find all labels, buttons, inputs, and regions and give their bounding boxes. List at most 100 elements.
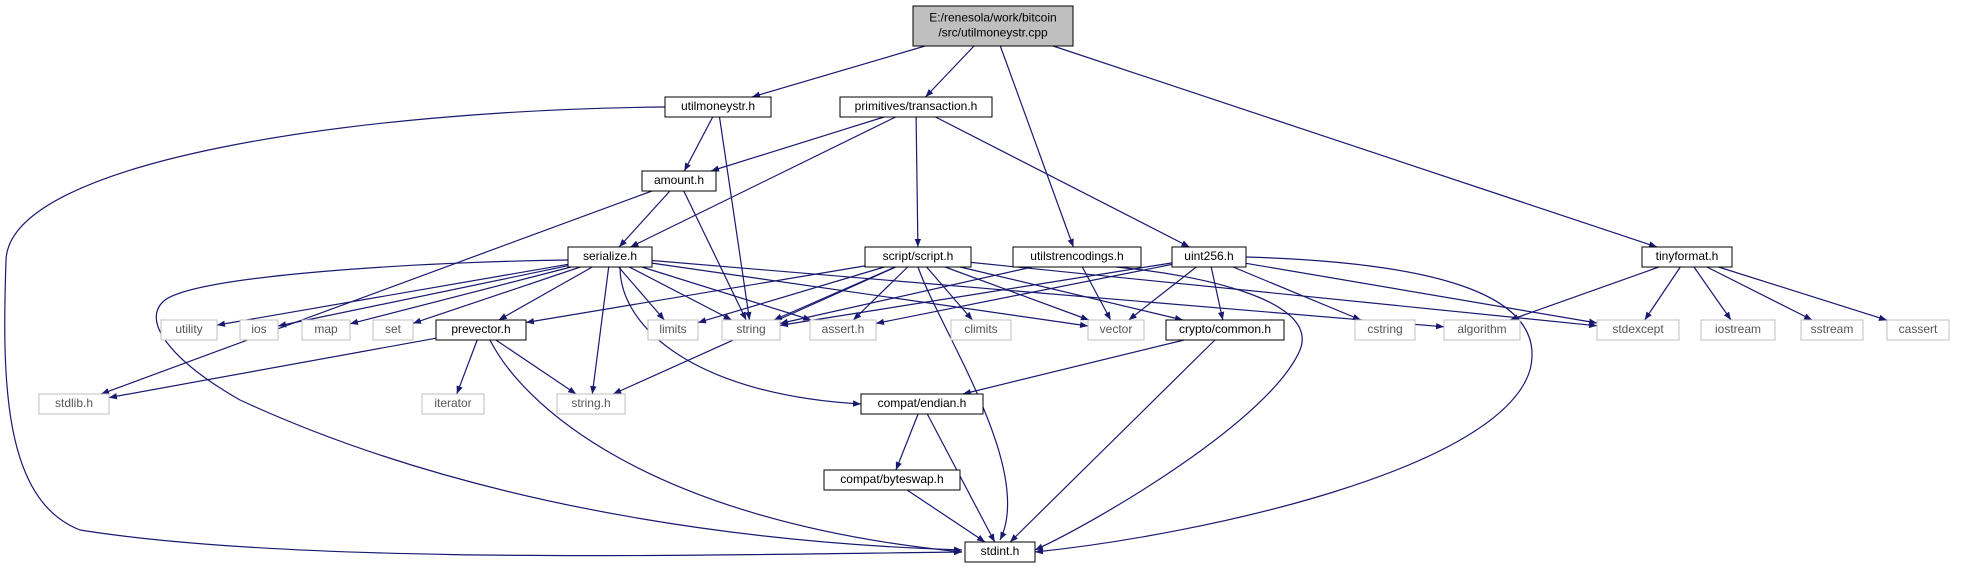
edge-transaction_h-to-amount_h	[710, 116, 885, 172]
node-prevector-h[interactable]: prevector.h	[435, 319, 527, 341]
node-label: crypto/common.h	[1179, 322, 1271, 336]
node-box	[1700, 319, 1776, 341]
node-serialize-h[interactable]: serialize.h	[567, 246, 653, 268]
node-label: cstring	[1367, 322, 1402, 336]
node-label: sstream	[1811, 322, 1854, 336]
edge-serialize_h-to-algorithm	[651, 259, 1445, 330]
edge-serialize_h-to-assert_h	[641, 266, 812, 321]
node-endian-h[interactable]: compat/endian.h	[860, 393, 984, 415]
node-box	[647, 319, 699, 341]
edge-utilmoneystr_h-to-amount_h	[683, 116, 714, 172]
edge-crypto_common_h-to-endian_h	[962, 339, 1185, 396]
node-label: amount.h	[654, 173, 704, 187]
node-iterator: iterator	[421, 393, 485, 415]
node-label: vector	[1100, 322, 1133, 336]
node-root[interactable]: E:/renesola/work/bitcoin/src/utilmoneyst…	[912, 5, 1074, 47]
node-label: climits	[964, 322, 997, 336]
node-label: tinyformat.h	[1656, 249, 1719, 263]
node-sstream: sstream	[1800, 319, 1864, 341]
node-utilmoneystr-h[interactable]: utilmoneystr.h	[664, 96, 772, 118]
edge-amount_h-to-string	[683, 190, 747, 321]
node-box	[1165, 319, 1285, 341]
edge-prevector_h-to-iterator	[456, 339, 478, 395]
node-box	[823, 469, 961, 491]
node-utility: utility	[160, 319, 218, 341]
node-map: map	[301, 319, 351, 341]
node-amount-h[interactable]: amount.h	[641, 170, 717, 192]
node-box	[1800, 319, 1864, 341]
node-box	[1171, 246, 1247, 268]
node-label: string	[736, 322, 765, 336]
node-set: set	[372, 319, 414, 341]
node-box	[435, 319, 527, 341]
node-label: string.h	[571, 396, 610, 410]
node-box	[1596, 319, 1680, 341]
node-vector: vector	[1087, 319, 1145, 341]
node-box	[567, 246, 653, 268]
node-utilstrencodings-h[interactable]: utilstrencodings.h	[1012, 246, 1142, 268]
node-stdlib-h: stdlib.h	[38, 393, 110, 415]
edge-transaction_h-to-script_h	[914, 116, 921, 248]
node-box	[1443, 319, 1521, 341]
edge-utilstrencodings_h-to-vector	[1081, 266, 1112, 321]
node-box	[160, 319, 218, 341]
edge-tinyformat_h-to-sstream	[1706, 266, 1813, 321]
edge-utilstrencodings_h-to-string	[779, 266, 1033, 325]
node-tinyformat-h[interactable]: tinyformat.h	[1641, 246, 1733, 268]
node-label: primitives/transaction.h	[855, 99, 978, 113]
edge-serialize_h-to-map	[349, 266, 572, 325]
edge-script_h-to-limits	[697, 266, 885, 324]
node-label: algorithm	[1457, 322, 1506, 336]
node-box	[839, 96, 993, 118]
node-label: stdlib.h	[55, 396, 93, 410]
node-box	[1087, 319, 1145, 341]
edge-serialize_h-to-endian_h	[619, 266, 862, 407]
node-label: stdint.h	[981, 544, 1020, 558]
node-string: string	[721, 319, 781, 341]
edge-prevector_h-to-stdlib_h	[108, 337, 437, 400]
node-transaction-h[interactable]: primitives/transaction.h	[839, 96, 993, 118]
edge-prevector_h-to-string_h	[495, 339, 577, 395]
edge-tinyformat_h-to-cassert	[1718, 266, 1888, 321]
node-crypto-common-h[interactable]: crypto/common.h	[1165, 319, 1285, 341]
edge-amount_h-to-stdlib_h	[100, 190, 653, 395]
node-climits: climits	[950, 319, 1012, 341]
node-label: ios	[251, 322, 266, 336]
node-box	[1886, 319, 1950, 341]
node-label: uint256.h	[1184, 249, 1233, 263]
node-label: serialize.h	[583, 249, 637, 263]
edge-uint256_h-to-vector	[1128, 266, 1197, 321]
node-label: utilmoneystr.h	[681, 99, 755, 113]
node-cstring: cstring	[1354, 319, 1416, 341]
edge-script_h-to-crypto_common_h	[959, 266, 1184, 322]
node-algorithm: algorithm	[1443, 319, 1521, 341]
edge-serialize_h-to-ios	[277, 265, 569, 328]
node-script-h[interactable]: script/script.h	[864, 246, 972, 268]
node-uint256-h[interactable]: uint256.h	[1171, 246, 1247, 268]
edge-root-to-transaction_h	[925, 45, 975, 98]
edge-endian_h-to-byteswap_h	[895, 413, 919, 471]
node-label: compat/endian.h	[878, 396, 967, 410]
node-box	[239, 319, 279, 341]
node-stdint-h[interactable]: stdint.h	[964, 541, 1036, 563]
edge-tinyformat_h-to-iostream	[1693, 266, 1732, 321]
node-box	[809, 319, 877, 341]
edge-script_h-to-vector	[944, 266, 1090, 321]
node-box	[1641, 246, 1733, 268]
edge-uint256_h-to-cstring	[1232, 266, 1362, 321]
edge-uint256_h-to-string	[779, 262, 1173, 328]
edge-script_h-to-stdexcept	[970, 261, 1598, 329]
edge-byteswap_h-to-stdint_h	[906, 489, 986, 543]
node-label: set	[385, 322, 402, 336]
node-label: utilstrencodings.h	[1030, 249, 1123, 263]
edge-serialize_h-to-prevector_h	[498, 266, 593, 321]
node-byteswap-h[interactable]: compat/byteswap.h	[823, 469, 961, 491]
node-iostream: iostream	[1700, 319, 1776, 341]
edge-serialize_h-to-string	[629, 266, 732, 321]
edge-uint256_h-to-stdint_h	[1034, 256, 1533, 555]
node-box	[721, 319, 781, 341]
edge-script_h-to-climits	[926, 266, 973, 321]
node-string-h: string.h	[556, 393, 626, 415]
node-label: limits	[659, 322, 686, 336]
